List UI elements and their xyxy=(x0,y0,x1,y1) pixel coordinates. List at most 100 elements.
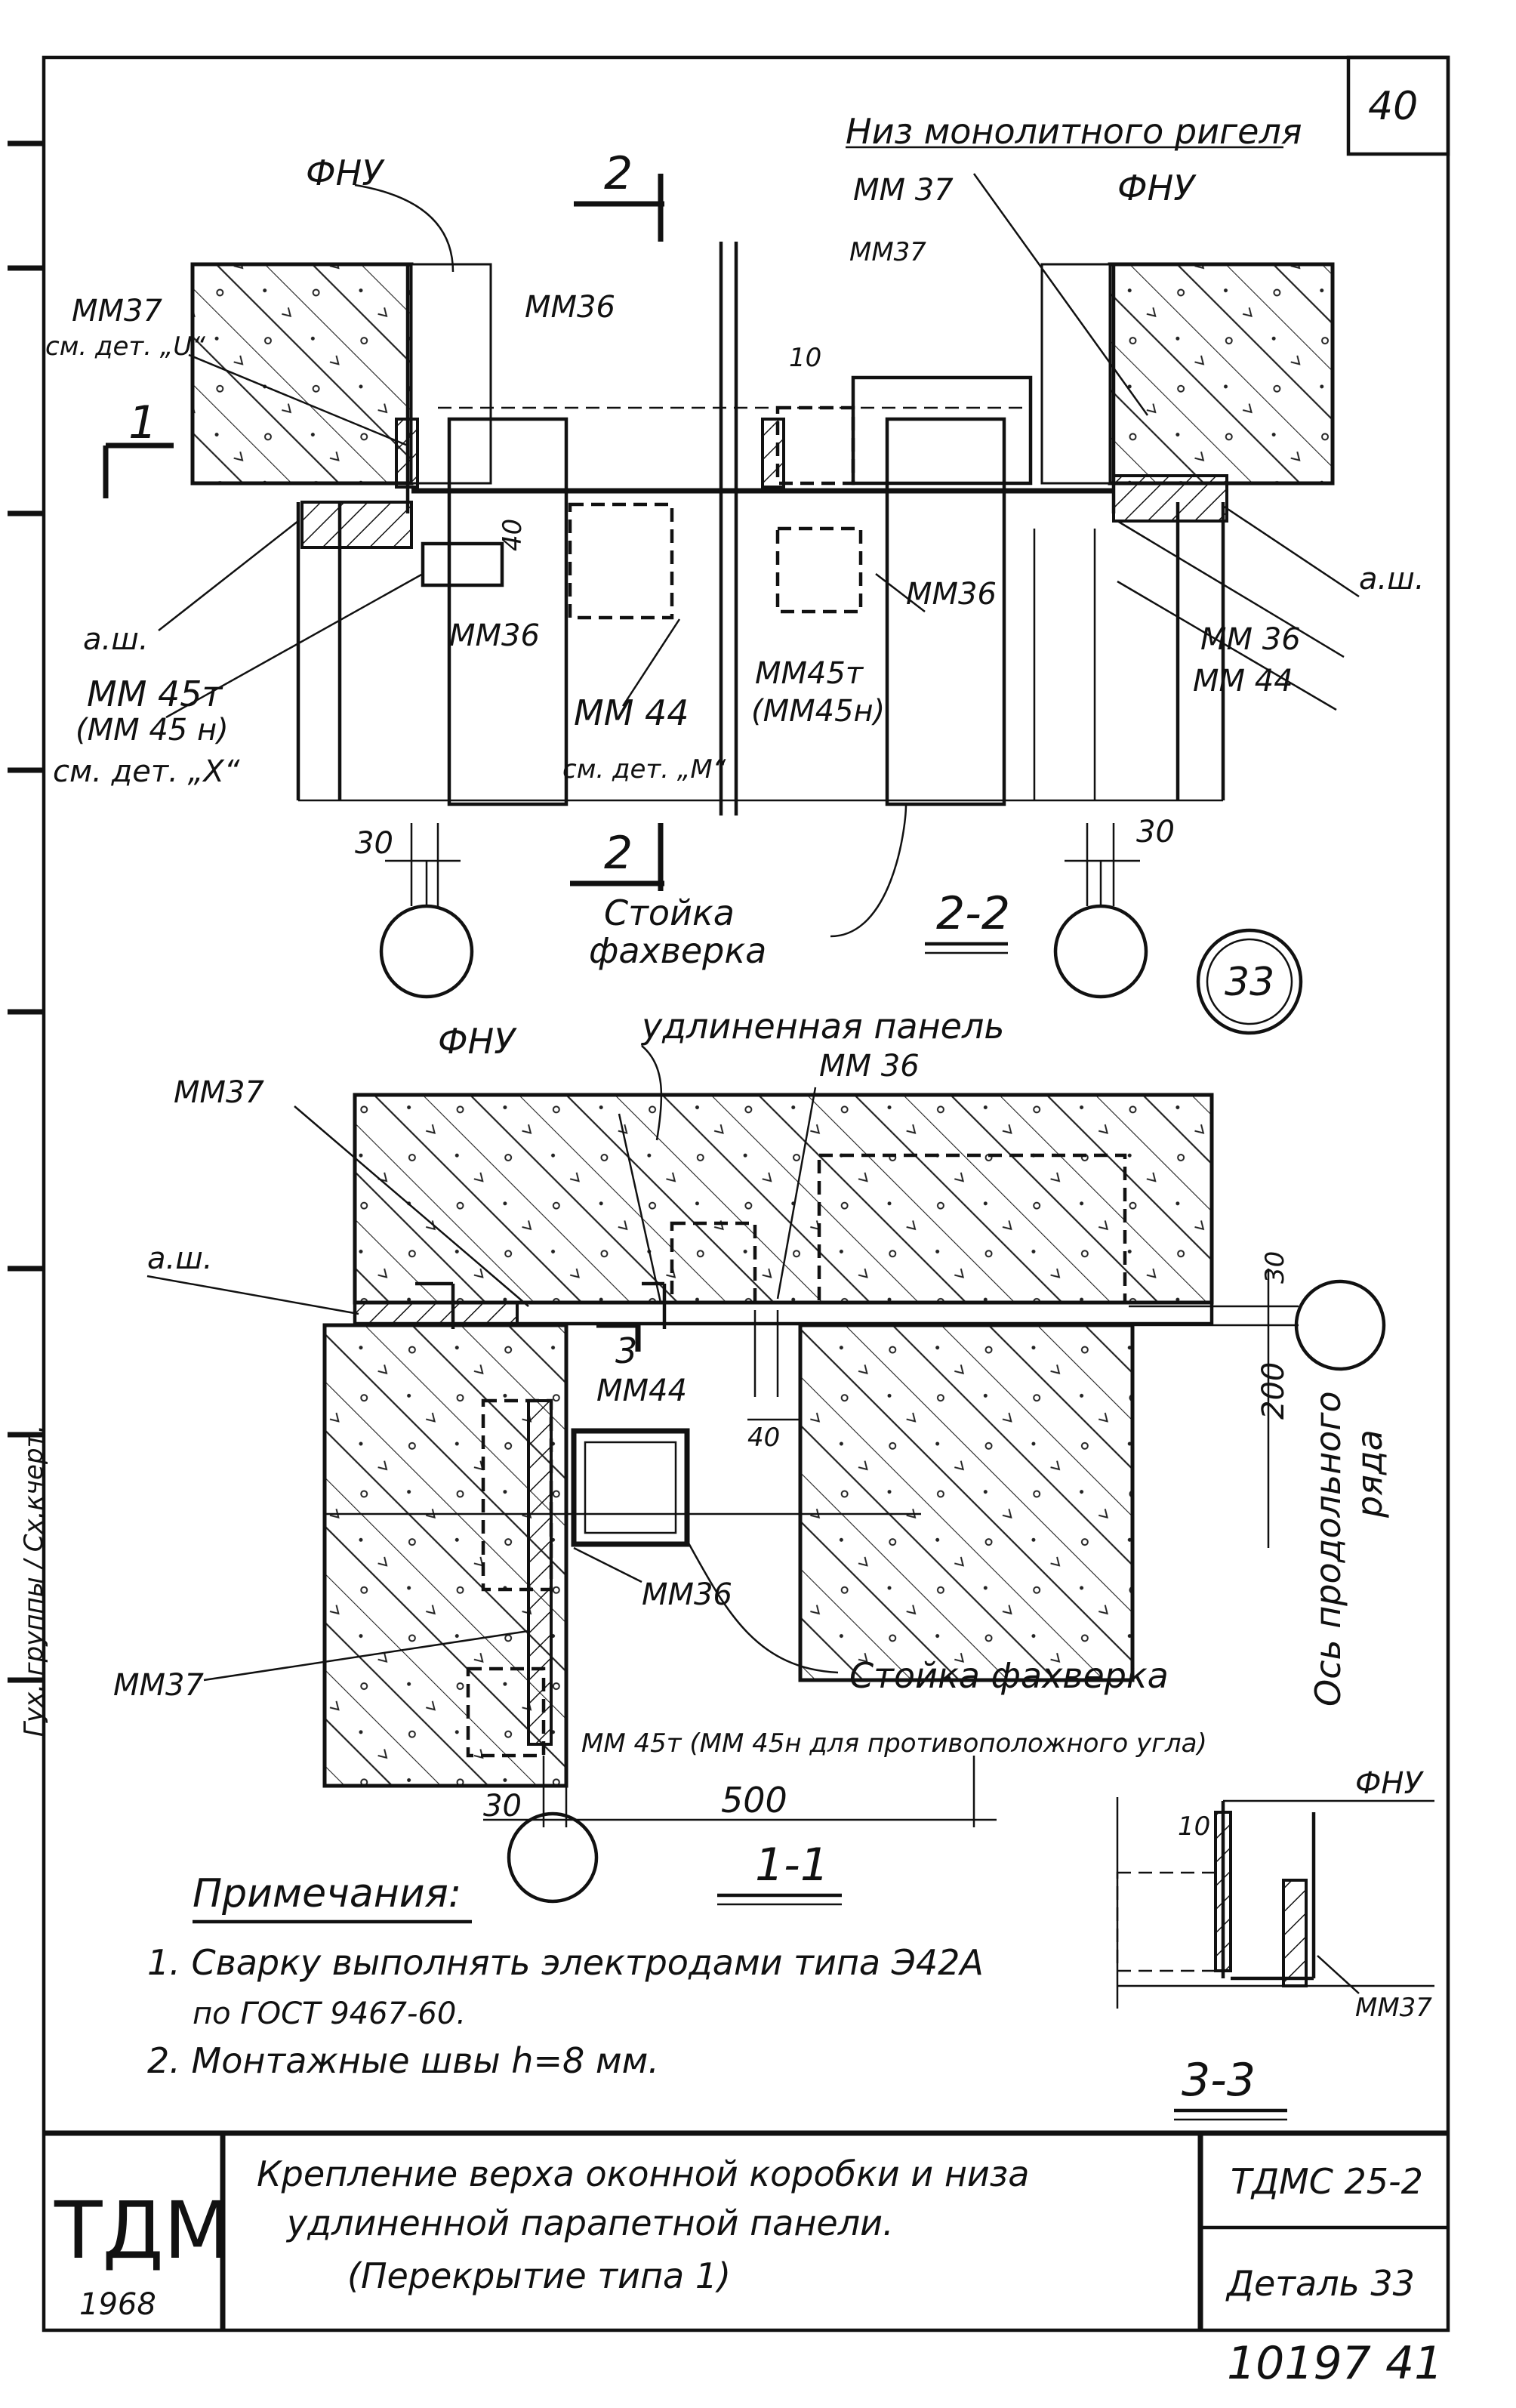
page-number: 40 xyxy=(1368,84,1418,129)
title-line2: удлиненной парапетной панели. xyxy=(285,2203,894,2243)
dim-500: 500 xyxy=(721,1780,787,1821)
window-frame-right xyxy=(798,1323,1135,1682)
label-mm44-r: ММ 44 xyxy=(1193,664,1293,698)
left-weld xyxy=(395,418,419,489)
inner-dashed-panel xyxy=(817,1153,1127,1305)
label-mm36-r2: ММ 36 xyxy=(1200,622,1301,657)
label-mm36-mid-top: ММ 36 xyxy=(819,1049,920,1084)
mm37-strip-vertical xyxy=(527,1399,553,1746)
dim-30-bottom: 30 xyxy=(483,1789,522,1824)
label-mm36-top: ММ36 xyxy=(525,290,615,325)
dashed-box-left xyxy=(481,1398,553,1592)
label-mm44-a: ММ 44 xyxy=(574,692,689,733)
dim-40: 40 xyxy=(498,519,528,551)
axis-circle-side xyxy=(1294,1279,1386,1371)
right-fnu-gap xyxy=(1040,263,1111,485)
right-beam xyxy=(1108,262,1335,486)
right-tube xyxy=(775,526,863,614)
cut-2-bottom: 2 xyxy=(604,827,633,880)
dim-30-left: 30 xyxy=(355,826,393,861)
label-cut-3: 3 xyxy=(615,1330,637,1371)
right-weld xyxy=(761,418,785,489)
label-aw-right: а.ш. xyxy=(1359,562,1425,597)
label-mm36-r1: ММ36 xyxy=(906,577,997,612)
year: 1968 xyxy=(79,2287,156,2322)
note-2: 2. Монтажные швы h=8 мм. xyxy=(147,2040,659,2081)
doc-code: ТДМС 25-2 xyxy=(1231,2161,1423,2202)
note-1b: по ГОСТ 9467-60. xyxy=(193,1996,466,2031)
label-mm45-mid: ММ 45т (ММ 45н для противоположного угла… xyxy=(581,1728,1207,1759)
section-title-2-2: 2-2 xyxy=(936,887,1010,940)
label-mm44-b: см. дет. „М“ xyxy=(562,754,726,785)
page-number-box xyxy=(1346,55,1450,156)
label-aw-left: а.ш. xyxy=(83,622,149,657)
dim-10: 10 xyxy=(789,343,821,373)
left-fnu-gap xyxy=(410,263,492,485)
label-fnu-33: ФНУ xyxy=(1355,1766,1425,1801)
label-mm37-mid-bottom: ММ37 xyxy=(113,1668,204,1703)
mm36-plate-top xyxy=(670,1221,757,1305)
detail-circle xyxy=(1196,928,1303,1035)
label-mm45-b: (ММ 45 н) xyxy=(75,713,229,748)
section-3-3 xyxy=(1116,1797,1434,2009)
left-aw-block xyxy=(300,501,413,549)
inventory-number: 10197 41 xyxy=(1227,2337,1443,2390)
sheet-frame xyxy=(42,55,1450,2332)
label-fnu-right: ФНУ xyxy=(1117,168,1197,208)
label-mm37-33: ММ37 xyxy=(1355,1993,1432,2023)
detail-number: 33 xyxy=(1225,960,1274,1005)
axis-label-a: Ось продольного xyxy=(1308,1391,1348,1707)
section-2-2 xyxy=(103,146,1360,1035)
axis-label-b: ряда xyxy=(1349,1429,1390,1518)
axis-circle-right xyxy=(1053,904,1148,999)
title-line1: Крепление верха оконной коробки и низа xyxy=(257,2154,1029,2194)
axis-circle-bottom xyxy=(507,1811,599,1904)
label-stoyka-mid: Стойка фахверка xyxy=(849,1655,1169,1696)
dim-30-right: 30 xyxy=(1136,815,1175,849)
dim-30-side: 30 xyxy=(1260,1251,1290,1284)
aw-strip xyxy=(353,1301,519,1327)
label-fnu-mid: ФНУ xyxy=(438,1021,517,1062)
title-block xyxy=(44,2130,1448,2330)
note-1a: 1. Сварку выполнять электродами типа Э42… xyxy=(147,1942,984,1983)
right-small-block xyxy=(775,405,855,486)
section-title-3-3: 3-3 xyxy=(1182,2054,1256,2107)
cut-2-top: 2 xyxy=(604,147,633,200)
dim-10-33: 10 xyxy=(1178,1811,1210,1842)
left-post xyxy=(447,417,568,806)
axis-circle-left xyxy=(379,904,474,999)
left-bracket xyxy=(421,541,504,587)
detail-label: Деталь 33 xyxy=(1225,2263,1415,2304)
label-mm45-a: ММ 45т xyxy=(87,674,223,714)
label-mm37-inner: ММ37 xyxy=(849,237,926,267)
section-title-1-1: 1-1 xyxy=(755,1839,829,1892)
label-udl: удлиненная панель xyxy=(640,1006,1004,1047)
label-mm45-c: см. дет. „Х“ xyxy=(53,754,240,789)
left-tube xyxy=(568,502,674,620)
label-niz: Низ монолитного ригеля xyxy=(846,111,1302,152)
title-line3: (Перекрытие типа 1) xyxy=(347,2255,731,2296)
center-post xyxy=(885,417,1006,806)
label-mm45r-a: ММ45т xyxy=(755,656,864,691)
label-mm44-mid: ММ44 xyxy=(596,1374,687,1408)
logo-tdm: ТДМ xyxy=(54,2184,232,2277)
margin-label: Гух. группы / Сх.кчерт. xyxy=(19,1425,49,1737)
section-1-1 xyxy=(146,1045,1386,1904)
tube-square xyxy=(571,1428,690,1547)
mm45-plate xyxy=(466,1666,546,1758)
label-mm36-mid: ММ36 xyxy=(449,618,540,653)
label-mm45r-b: (ММ45н) xyxy=(751,694,885,729)
label-aw-mid: а.ш. xyxy=(147,1241,213,1276)
binding-ticks xyxy=(8,140,44,1683)
right-aw-block xyxy=(1112,474,1228,523)
label-mm36-mid: ММ36 xyxy=(642,1577,732,1612)
label-mm37-top: ММ 37 xyxy=(853,173,954,208)
label-mm37-left-b: см. дет. „U“ xyxy=(45,331,205,362)
notes-heading: Примечания: xyxy=(193,1871,461,1916)
dim-200: 200 xyxy=(1256,1362,1291,1420)
label-mm37-left-a: ММ37 xyxy=(72,294,162,328)
label-fnu-left: ФНУ xyxy=(306,153,385,193)
label-stoyka-a: Стойка xyxy=(604,893,735,933)
dim-40-mid: 40 xyxy=(747,1423,780,1453)
